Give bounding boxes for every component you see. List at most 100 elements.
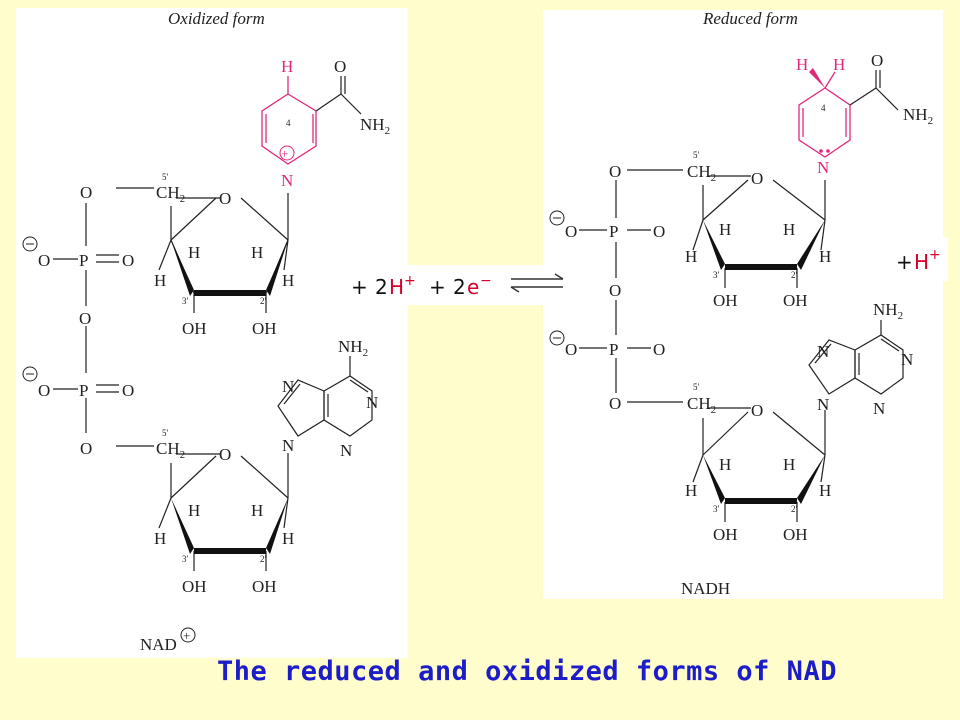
svg-text:+: + [281,146,288,161]
adenine-nh2-label: NH2 [338,337,368,359]
ribose-top [627,169,826,288]
svg-text:+: + [929,247,941,263]
svg-text:H: H [819,481,831,500]
svg-text:3′: 3′ [713,270,720,280]
svg-text:N: N [366,393,378,412]
oxidized-form-panel: Oxidized form + H 4 N O NH2 [16,8,408,658]
proton-label: H [389,275,404,299]
p-top-label: P [79,251,88,270]
oxidized-form-title: Oxidized form [168,9,265,28]
svg-text:N: N [282,436,294,455]
svg-text:H: H [251,501,263,520]
svg-text:H: H [819,247,831,266]
svg-text:5′: 5′ [162,172,169,182]
svg-text:H: H [154,271,166,290]
svg-text:O: O [751,169,763,188]
svg-text:O: O [653,222,665,241]
svg-text:N: N [817,342,829,361]
equilibrium-arrow-icon [510,273,564,293]
svg-text:H: H [719,220,731,239]
svg-text:3′: 3′ [182,554,189,564]
svg-text:OH: OH [182,577,207,596]
svg-text:N: N [340,441,352,460]
svg-text:2: 2 [375,275,388,299]
svg-text:O: O [38,251,50,270]
svg-text:N: N [901,350,913,369]
reduced-form-panel: Reduced form H H 4 N O NH2 [543,10,943,599]
svg-text:O: O [871,51,883,70]
svg-text:H: H [685,247,697,266]
n-ring-label: N [281,171,293,190]
nadh-structure: Reduced form H H 4 N O NH2 [549,10,933,598]
o-top-label: O [80,183,92,202]
slide-caption: The reduced and oxidized forms of NAD [217,656,837,687]
svg-text:2′: 2′ [791,504,798,514]
positive-charge-icon [279,145,295,161]
svg-text:H: H [282,271,294,290]
ch2-top-label: CH2 [156,183,185,205]
svg-text:OH: OH [252,319,277,338]
svg-text:H: H [914,250,929,274]
n-ring-label: N [817,158,829,177]
svg-text:3′: 3′ [182,296,189,306]
svg-text:5′: 5′ [693,150,700,160]
nad-structure: Oxidized form + H 4 N O NH2 [22,9,390,654]
svg-text:3′: 3′ [713,504,720,514]
svg-text:2′: 2′ [260,296,267,306]
negative-charge-icon [549,330,565,346]
svg-text:O: O [219,445,231,464]
svg-text:O: O [609,281,621,300]
svg-text:+: + [896,250,913,274]
svg-text:O: O [609,394,621,413]
svg-text:O: O [609,162,621,181]
product-proton: + H + [888,237,948,281]
svg-text:+: + [351,275,368,299]
svg-text:O: O [565,222,577,241]
svg-text:N: N [817,395,829,414]
negative-charge-icon [549,210,565,226]
svg-text:+: + [404,273,416,289]
svg-text:H: H [154,529,166,548]
svg-text:H: H [719,455,731,474]
svg-text:H: H [796,55,808,74]
amide-o-label: O [334,57,346,76]
svg-text:N: N [282,377,294,396]
positive-charge-icon [180,627,196,643]
wedge-bond [809,68,825,88]
svg-text:NH2: NH2 [873,300,903,322]
adenine-ring [277,356,373,498]
svg-text:H: H [833,55,845,74]
svg-text:H: H [251,243,263,262]
svg-text:O: O [751,401,763,420]
ribose-bottom [116,445,289,571]
reduced-form-title: Reduced form [702,10,798,28]
svg-text:OH: OH [252,577,277,596]
svg-text:O: O [122,381,134,400]
svg-text:2′: 2′ [791,270,798,280]
svg-text:O: O [653,340,665,359]
ch2-bot-label: CH2 [156,439,185,461]
negative-charge-icon [22,236,38,252]
phosphate-chain [53,203,119,433]
svg-text:P: P [609,222,618,241]
h4-label: H [281,57,293,76]
ring-o-top-label: O [219,189,231,208]
svg-text:+: + [429,275,446,299]
svg-text:O: O [38,381,50,400]
nh2-label: NH2 [360,115,390,137]
electron-label: e [467,275,479,299]
phosphate-chain [579,180,651,393]
svg-text:H: H [783,220,795,239]
svg-text:H: H [685,481,697,500]
svg-text:H: H [783,455,795,474]
svg-text:O: O [565,340,577,359]
svg-text:OH: OH [182,319,207,338]
svg-text:O: O [80,439,92,458]
svg-text:OH: OH [783,291,808,310]
svg-text:OH: OH [783,525,808,544]
svg-text:OH: OH [713,291,738,310]
svg-text:P: P [609,340,618,359]
adenine-ring [808,320,904,455]
svg-text:2: 2 [453,275,466,299]
nad-label: NAD [140,635,177,654]
